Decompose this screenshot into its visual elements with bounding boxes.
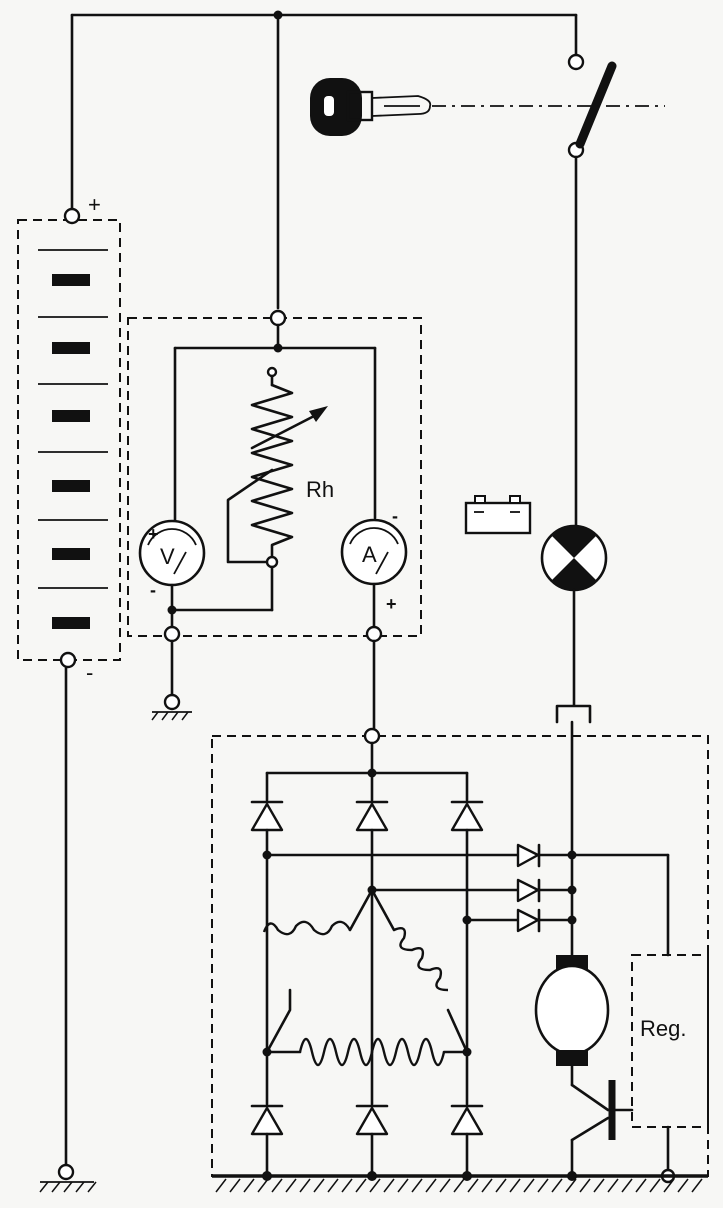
rheostat-label: Rh [306,477,334,502]
ground-hatch-mark [607,1178,619,1193]
voltmeter-label: V [160,544,175,569]
top-wiring [70,10,578,310]
alternator-box: Reg. [211,639,709,1193]
ground-hatch-mark [663,1178,675,1193]
ground-hatch-mark [215,1178,227,1193]
ground-hatch-mark [411,1178,423,1193]
key-icon [310,78,432,136]
ammeter-plus-label: + [386,594,397,614]
ground-hatch-mark [593,1178,605,1193]
ground-hatch-mark [397,1178,409,1193]
ground-hatch-mark [285,1178,297,1193]
rheostat: Rh [226,366,334,612]
ammeter-label: A [362,542,377,567]
stator-windings [262,888,472,1067]
ground-hatch-mark [313,1178,325,1193]
ground-hatch-mark [649,1178,661,1193]
exciter-diodes [516,843,541,933]
ground-hatch-mark [495,1178,507,1193]
ground-hatch-mark [509,1178,521,1193]
ground-bus [212,1171,708,1193]
ground-hatch-mark [467,1178,479,1193]
ground-hatch-mark [229,1178,241,1193]
rectifier-diodes-lower [250,1050,484,1178]
warning-lamp [540,155,608,724]
regulator: Reg. [631,954,709,1184]
battery: + - [17,192,121,1167]
ground-hatch-mark [383,1178,395,1193]
battery-cells [38,249,108,629]
ground-hatch-mark [355,1178,367,1193]
voltmeter-plus-label: + [148,524,159,544]
ground-hatch-mark [537,1178,549,1193]
ground-hatch-mark [523,1178,535,1193]
ground-symbol [151,711,192,721]
battery-symbol [464,495,532,535]
ground-hatch-mark [299,1178,311,1193]
ammeter-minus-label: - [392,506,398,526]
ignition-switch [432,53,665,159]
ground-hatch-mark [677,1178,689,1193]
voltmeter-minus-label: - [150,580,156,600]
ground-hatch-mark [551,1178,563,1193]
test-instrument-box: Rh V + - A - + [127,309,422,721]
battery-ground [39,1163,97,1193]
exciter-field-motor [534,955,610,1087]
ammeter: A - + [340,506,408,632]
ground-hatch-mark [621,1178,633,1193]
ground-hatch-mark [425,1178,437,1193]
ground-hatch-mark [453,1178,465,1193]
ground-hatch-mark [327,1178,339,1193]
ground-hatch-mark [691,1178,703,1193]
ground-hatch-mark [481,1178,493,1193]
transistor [570,1080,634,1178]
rectifier-diodes-upper [250,771,484,1054]
ground-hatch-mark [565,1178,577,1193]
ground-hatch-mark [341,1178,353,1193]
ground-hatch-mark [579,1178,591,1193]
battery-minus-label: - [86,660,93,685]
ground-hatch-mark [271,1178,283,1193]
ground-hatch-mark [369,1178,381,1193]
ground-hatch-mark [635,1178,647,1193]
ground-hatch-mark [257,1178,269,1193]
ground-hatch-mark [439,1178,451,1193]
ground-hatch-mark [243,1178,255,1193]
regulator-label: Reg. [640,1016,686,1041]
battery-plus-label: + [88,192,101,217]
